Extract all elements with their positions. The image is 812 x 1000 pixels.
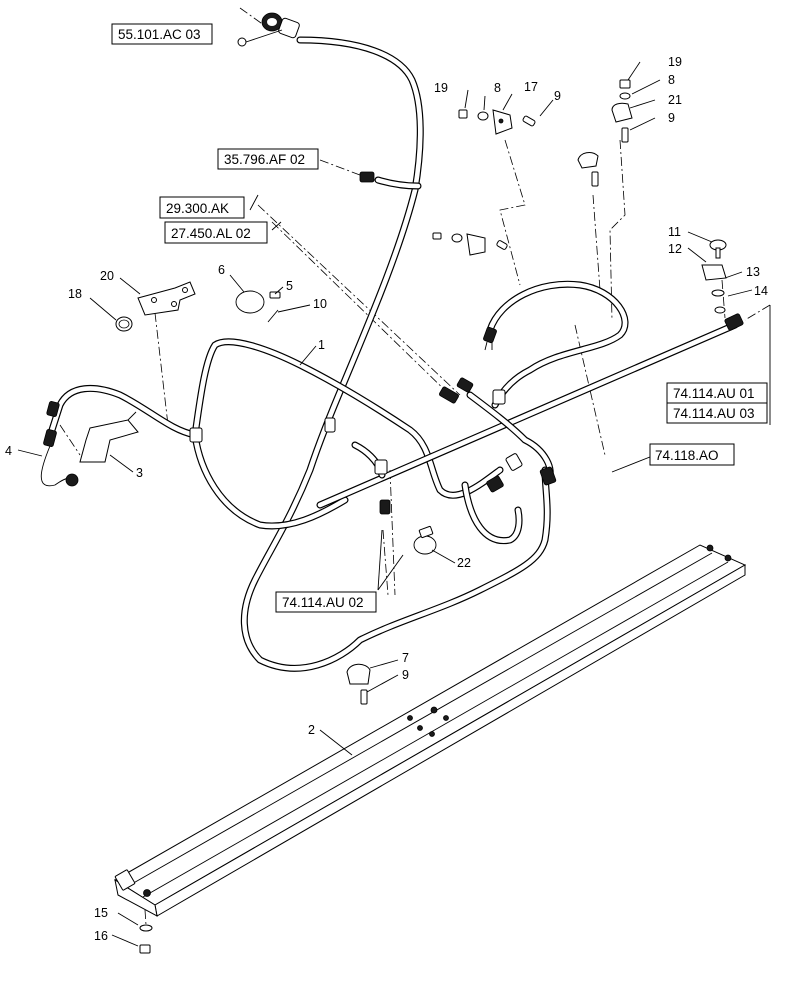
connector-74114-02 xyxy=(379,499,391,515)
callout-14: 14 xyxy=(754,284,768,298)
support-beam xyxy=(114,544,747,954)
callout-10: 10 xyxy=(313,297,327,311)
callout-12: 12 xyxy=(668,242,682,256)
ref-box-35796[interactable]: 35.796.AF 02 xyxy=(217,148,319,170)
callout-7: 7 xyxy=(402,651,409,665)
callout-8b: 8 xyxy=(668,73,675,87)
ref-box-74114-03[interactable]: 74.114.AU 03 xyxy=(666,402,768,424)
ref-label-55101: 55.101.AC 03 xyxy=(118,27,201,42)
ref-label-35796: 35.796.AF 02 xyxy=(224,152,305,167)
callout-8a: 8 xyxy=(494,81,501,95)
callout-6: 6 xyxy=(218,263,225,277)
callout-4: 4 xyxy=(5,444,12,458)
callout-1: 1 xyxy=(318,338,325,352)
callout-9a: 9 xyxy=(554,89,561,103)
callout-2: 2 xyxy=(308,723,315,737)
callout-5: 5 xyxy=(286,279,293,293)
ref-box-74114-01[interactable]: 74.114.AU 01 xyxy=(666,382,768,404)
callout-leaders xyxy=(17,61,771,947)
callout-numbers: 19 8 17 9 19 8 21 9 11 12 13 14 20 18 6 … xyxy=(5,55,768,943)
callout-11: 11 xyxy=(668,225,681,239)
ref-box-27450[interactable]: 27.450.AL 02 xyxy=(164,221,268,244)
ref-label-29300: 29.300.AK xyxy=(166,201,229,216)
ref-label-74114-01: 74.114.AU 01 xyxy=(673,386,755,401)
callout-9b: 9 xyxy=(668,111,675,125)
ref-label-74114-02: 74.114.AU 02 xyxy=(282,595,364,610)
callout-17: 17 xyxy=(524,80,538,94)
wire-harness xyxy=(48,36,739,672)
ref-box-55101[interactable]: 55.101.AC 03 xyxy=(111,23,213,45)
top-round-connector xyxy=(237,12,300,47)
callout-18: 18 xyxy=(68,287,82,301)
connector-35796 xyxy=(359,171,375,183)
ref-box-29300[interactable]: 29.300.AK xyxy=(159,196,245,219)
callout-20: 20 xyxy=(100,269,114,283)
callout-3: 3 xyxy=(136,466,143,480)
callout-22: 22 xyxy=(457,556,471,570)
ref-box-74118[interactable]: 74.118.AO xyxy=(649,443,735,466)
callout-16: 16 xyxy=(94,929,108,943)
ref-label-74114-03: 74.114.AU 03 xyxy=(673,406,755,421)
callout-13: 13 xyxy=(746,265,760,279)
callout-9c: 9 xyxy=(402,668,409,682)
connectors xyxy=(40,12,744,515)
ref-box-74114-02[interactable]: 74.114.AU 02 xyxy=(275,591,377,613)
hardware xyxy=(79,79,727,705)
callout-19a: 19 xyxy=(434,81,448,95)
connector-right-end xyxy=(724,313,744,331)
ref-label-27450: 27.450.AL 02 xyxy=(171,226,251,241)
callout-21: 21 xyxy=(668,93,682,107)
ref-label-74118: 74.118.AO xyxy=(655,448,719,463)
callout-19b: 19 xyxy=(668,55,682,69)
connector-29300 xyxy=(439,386,459,404)
callout-15: 15 xyxy=(94,906,108,920)
reference-boxes: 55.101.AC 03 35.796.AF 02 29.300.AK 27.4… xyxy=(111,23,768,613)
